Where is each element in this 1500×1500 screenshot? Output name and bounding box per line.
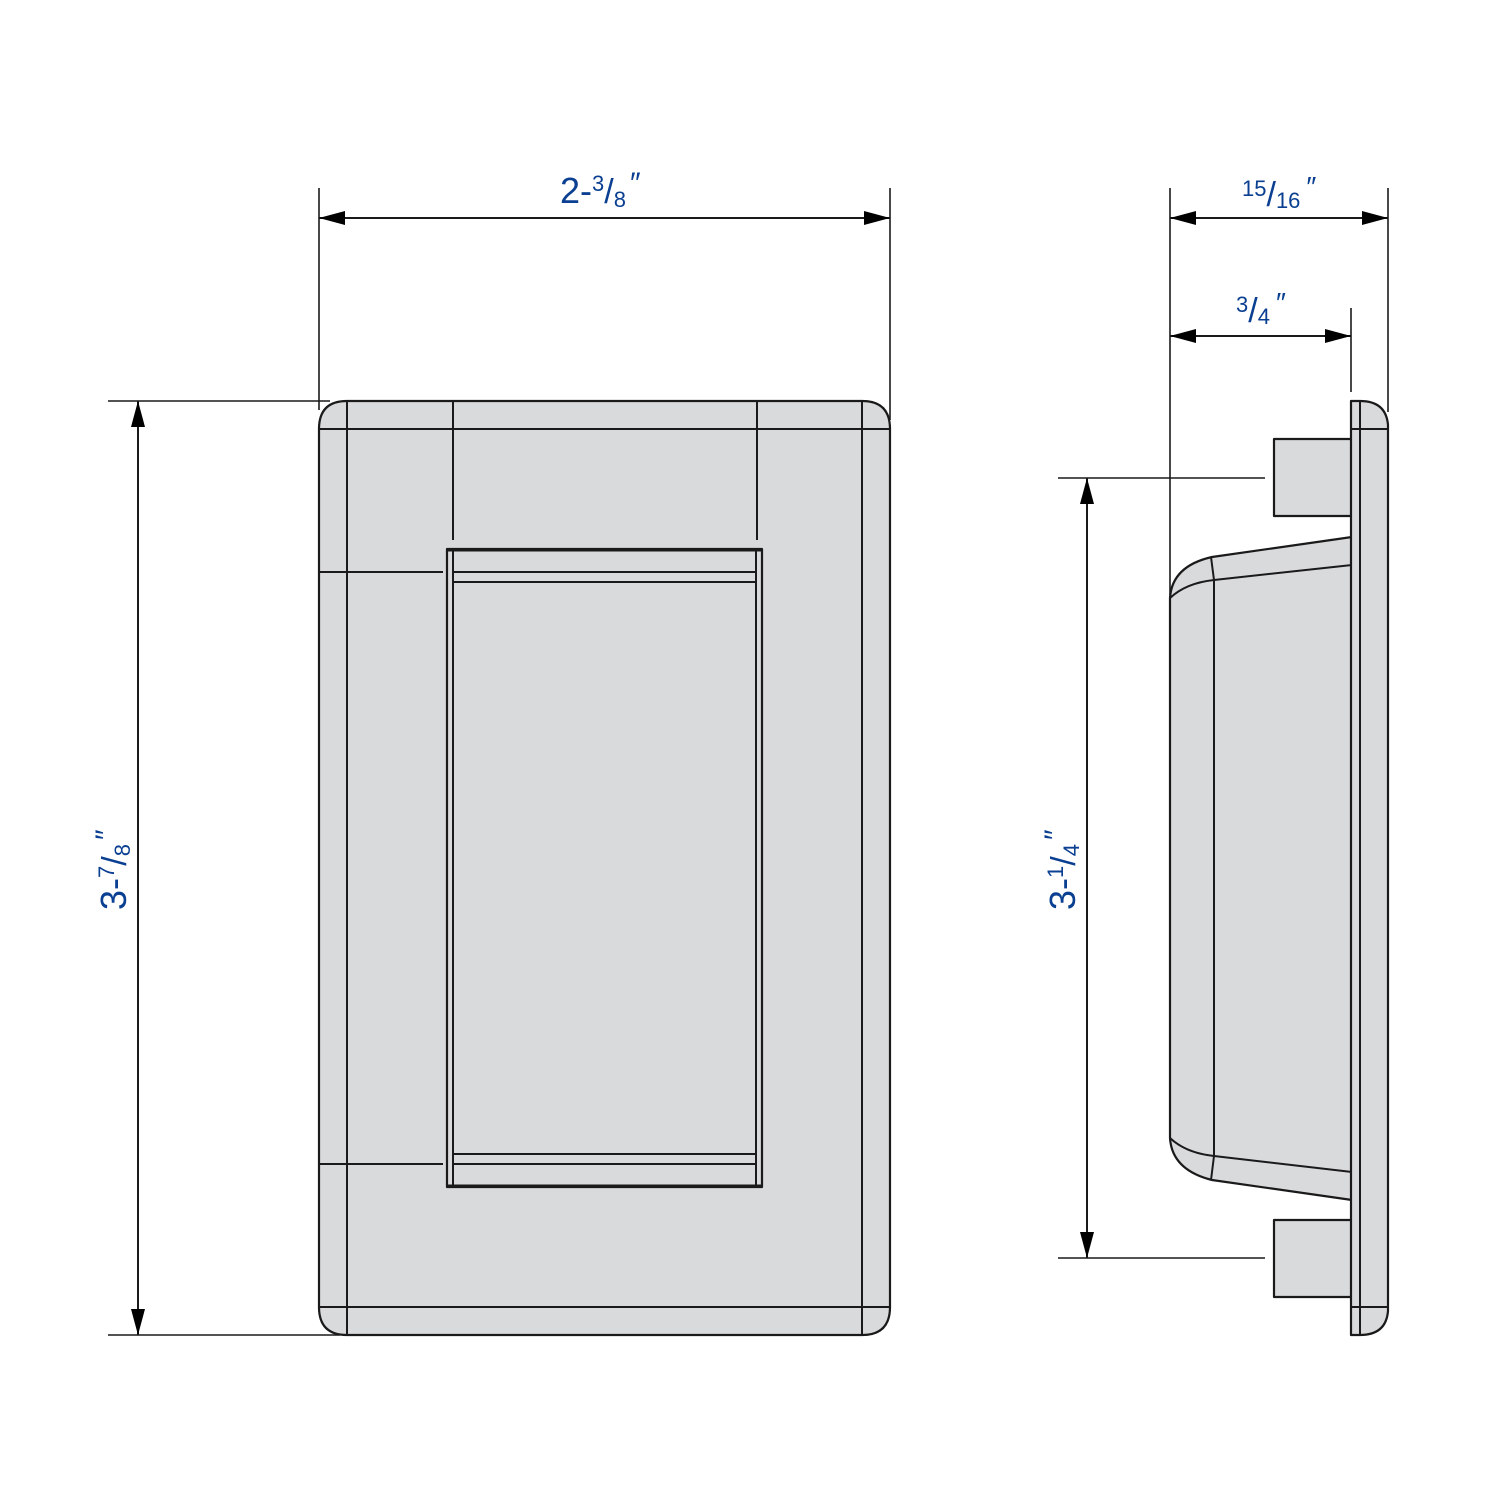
side-box-seam-bottom (1210, 1155, 1215, 1181)
side-view (1168, 399, 1390, 1337)
side-mount-spacing-dimension: 3-1/4″ (1039, 477, 1265, 1259)
front-width-dimension: 2-3/8″ (318, 167, 891, 420)
side-plate-profile (1349, 399, 1390, 1337)
side-box-seam-top (1210, 556, 1215, 581)
front-opening-outline (445, 547, 764, 1189)
arrow-right-icon (1362, 211, 1388, 225)
side-box-body (1168, 535, 1354, 1202)
side-overall-depth-dimension: 15/16″ (1169, 171, 1389, 595)
side-lower-mount-tab (1272, 1218, 1354, 1299)
arrow-left-icon (319, 211, 345, 225)
front-view (317, 399, 892, 1337)
arrow-down-icon (1080, 1232, 1094, 1258)
side-mount-spacing-label: 3-1/4″ (1039, 829, 1084, 910)
front-width-label: 2-3/8″ (560, 167, 641, 212)
side-overall-depth-label: 15/16″ (1242, 171, 1316, 214)
arrow-up-icon (131, 401, 145, 427)
arrow-right-icon (864, 211, 890, 225)
side-box-depth-label: 3/4″ (1236, 287, 1286, 330)
arrow-left-icon (1170, 329, 1196, 343)
arrow-down-icon (131, 1309, 145, 1335)
side-upper-mount-tab (1272, 437, 1354, 518)
arrow-right-icon (1325, 329, 1351, 343)
front-height-label: 3-7/8″ (90, 829, 135, 910)
front-height-dimension: 3-7/8″ (90, 400, 340, 1336)
arrow-left-icon (1170, 211, 1196, 225)
side-box-depth-dimension: 3/4″ (1170, 287, 1352, 392)
arrow-up-icon (1080, 478, 1094, 504)
